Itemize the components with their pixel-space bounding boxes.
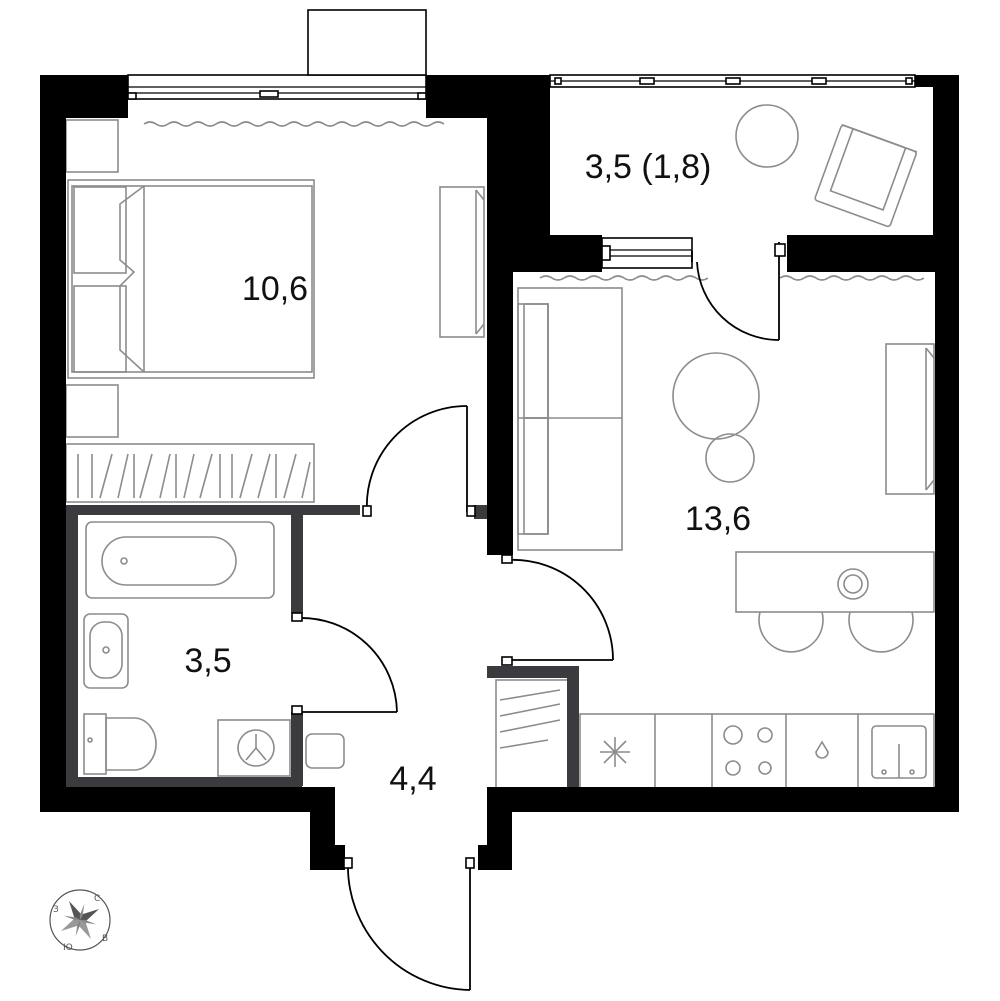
- coffee-table: [672, 352, 760, 440]
- doors: [291, 242, 786, 991]
- door-entrance: [343, 857, 475, 991]
- water-drop-icon: [815, 740, 829, 759]
- compass: С З В Ю: [49, 889, 111, 953]
- compass-east: В: [102, 934, 108, 944]
- nightstand-top: [65, 119, 119, 173]
- washing-machine: [217, 719, 291, 777]
- bedroom-furniture: [65, 119, 485, 503]
- area-labels: 10,6 3,5 (1,8) 13,6 3,5 4,4: [184, 148, 751, 798]
- kitchen-sink: [871, 725, 927, 779]
- living-tv: [885, 343, 935, 495]
- bathroom-partitions: [66, 505, 579, 789]
- wardrobe: [65, 443, 315, 503]
- bedroom-tv: [439, 186, 485, 338]
- hallway-shelf: [495, 679, 569, 789]
- cooktop-icon: [723, 725, 773, 776]
- armchair: [814, 123, 918, 228]
- nightstand-bottom: [65, 384, 119, 438]
- door-bedroom: [362, 405, 476, 517]
- door-balcony: [691, 242, 786, 341]
- sofa: [517, 287, 623, 551]
- curtains: [143, 121, 925, 281]
- outer-walls: [40, 75, 959, 870]
- windows: [127, 9, 916, 269]
- window-living: [601, 237, 693, 269]
- area-label-balcony: 3,5 (1,8): [585, 148, 712, 186]
- window-balcony: [549, 74, 916, 88]
- compass-ring: [49, 889, 111, 951]
- toilet: [83, 713, 157, 775]
- door-bathroom: [291, 612, 398, 715]
- compass-rose-icon: [60, 900, 100, 940]
- pouf: [705, 433, 755, 483]
- kitchen-counter: [579, 713, 935, 789]
- air-conditioner: [307, 9, 427, 76]
- fridge-freezer-icon: [600, 737, 630, 767]
- compass-north: С: [94, 894, 100, 904]
- pouf-hallway: [305, 733, 345, 769]
- washbasin: [83, 613, 129, 689]
- area-label-bathroom: 3,5: [184, 642, 231, 680]
- hallway-furniture: [305, 679, 569, 789]
- window-bedroom: [127, 74, 427, 100]
- area-label-living-kitchen: 13,6: [685, 500, 751, 538]
- curtain-bedroom: [143, 121, 445, 127]
- compass-west: З: [53, 905, 59, 915]
- curtain-living: [539, 275, 925, 281]
- bathtub: [85, 521, 275, 599]
- double-bed: [67, 179, 315, 379]
- door-living: [501, 554, 614, 666]
- balcony-table: [735, 104, 799, 168]
- living-furniture: [517, 287, 935, 789]
- balcony-furniture: [735, 104, 918, 228]
- compass-south: Ю: [63, 943, 73, 953]
- area-label-hallway: 4,4: [389, 760, 436, 798]
- dining-chairs: [758, 611, 914, 653]
- dining-table: [735, 551, 935, 613]
- bathroom-furniture: [83, 521, 291, 777]
- area-label-bedroom: 10,6: [242, 270, 308, 308]
